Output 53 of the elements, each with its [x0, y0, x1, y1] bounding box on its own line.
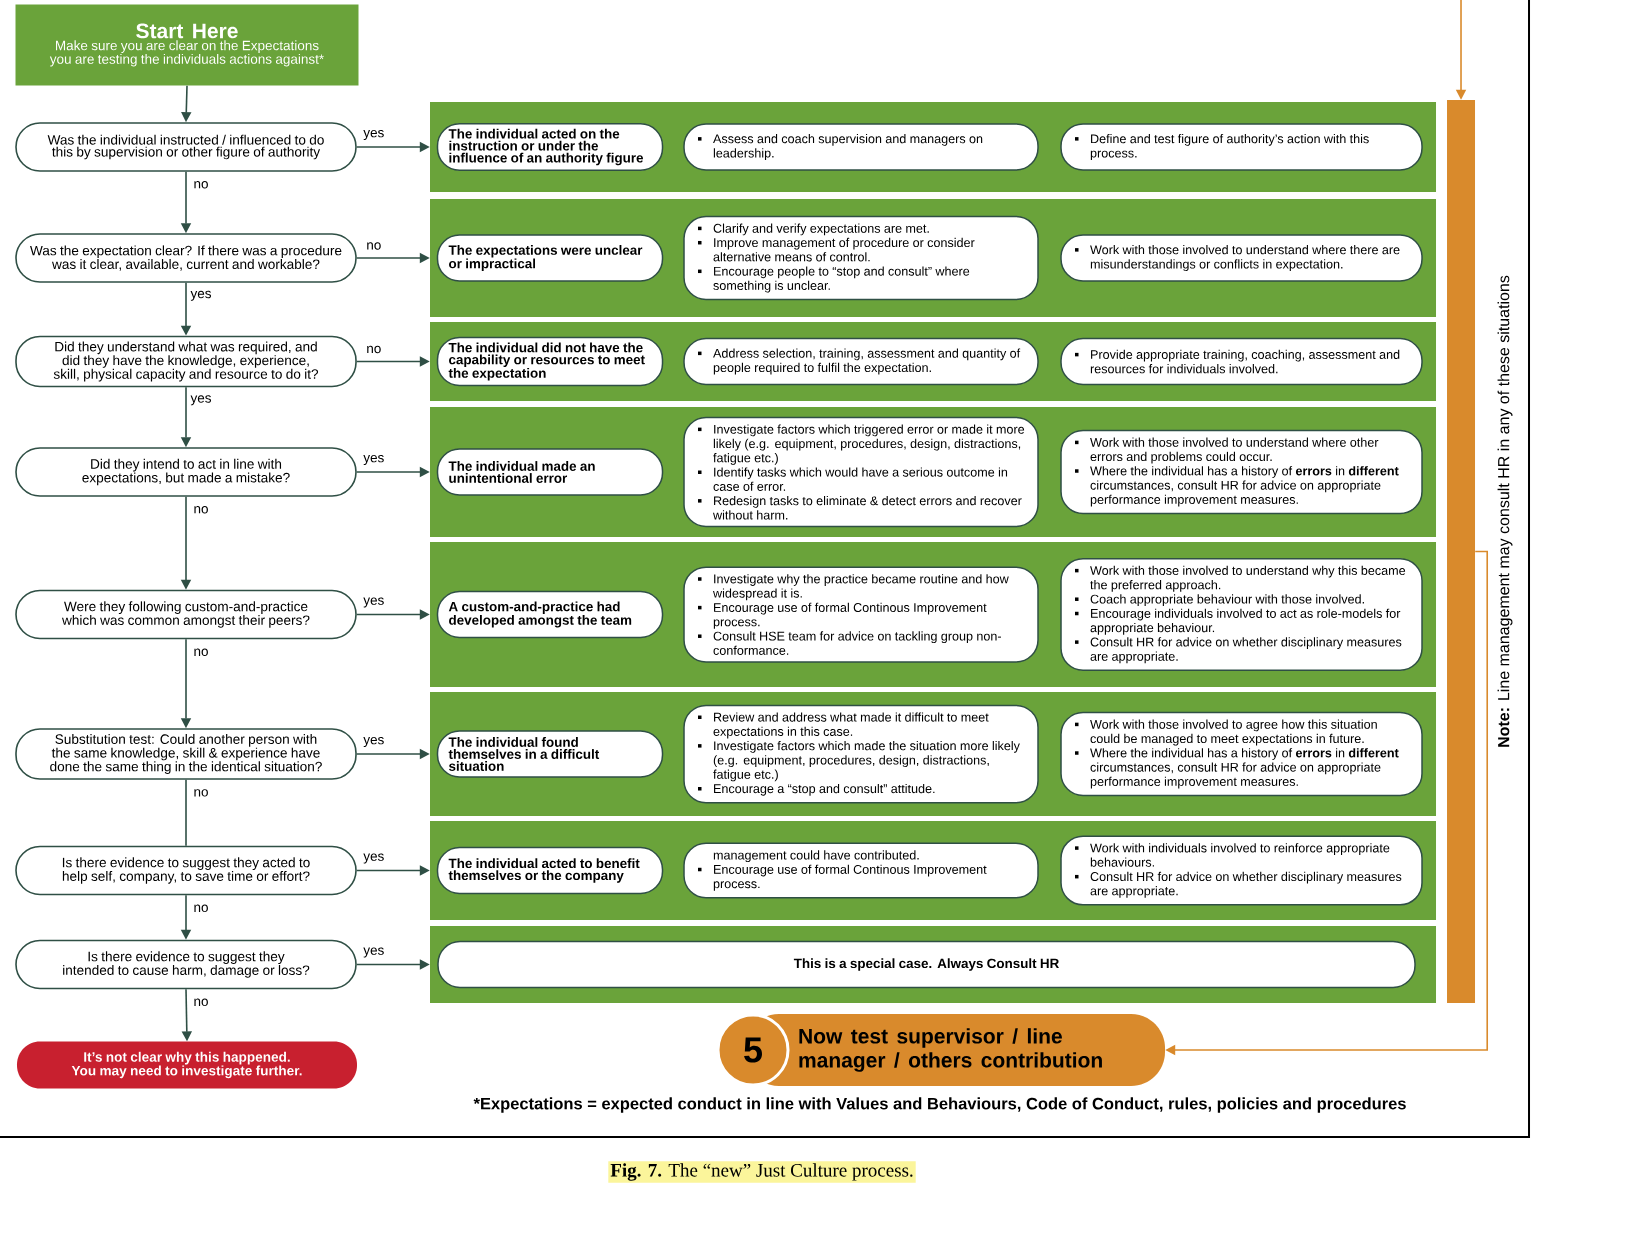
- question-pill: Were they following custom-and-practice which was common amongst their peers?: [15, 589, 357, 640]
- action-pill: Address selection, training, assessment and quantity of people required to fulfil the expectation.: [683, 337, 1039, 386]
- outcome-pill: The individual made an unintentional error: [436, 448, 664, 496]
- note-text: Note: Line management may consult HR in any of these situations: [1497, 275, 1513, 747]
- question-pill: Substitution test: Could another person with the same knowledge, skill & experience have done the same thing in the identical situation?: [15, 728, 357, 780]
- edge-label: yes: [362, 128, 386, 142]
- edge-label: no: [192, 647, 210, 657]
- outcome-pill: A custom-and-practice had developed amongst the team: [436, 590, 664, 639]
- caption: Fig. 7. The “new” Just Culture process.: [608, 1161, 916, 1183]
- question-pill: Is there evidence to suggest they intended to cause harm, damage or loss?: [15, 939, 357, 990]
- action-pill: Work with those involved to agree how this situation could be managed to meet expectations in future. Where the individual has a history of errors in different circumstances, consult HR for advice on appropriate performance improvement measures.: [1060, 711, 1423, 797]
- action-pill: Investigate factors which triggered error or made it more likely (e.g. equipment, procedures, design, distractions, fatigue etc.) Identify tasks which would have a serious outcome in case of error. Redesign tasks to eliminate & detect errors and recover without harm.: [683, 416, 1039, 528]
- question-pill: Is there evidence to suggest they acted to help self, company, to save time or effort?: [15, 845, 357, 896]
- question-pill: Was the individual instructed / influenced to do this by supervision or other figure of authority: [15, 122, 357, 172]
- action-pill: Work with those involved to understand where other errors and problems could occur. Where the individual has a history of errors in different circumstances, consult HR for advice on appropriate performance improvement measures.: [1060, 429, 1423, 515]
- outcome-pill: The individual acted to benefit themselves or the company: [436, 846, 664, 895]
- outcome-pill: The expectations were unclear or impractical: [436, 234, 664, 282]
- edge-label: yes: [362, 736, 386, 749]
- node-label: Now test supervisor / line manager / others contribution: [799, 1028, 1102, 1072]
- start-box: Start Here Make sure you are clear on the Expectations you are testing the individuals actions against*: [15, 4, 359, 86]
- outcome-pill: This is a special case. Always Consult HR: [437, 940, 1416, 989]
- outcome-pill: The individual acted on the instruction or under the influence of an authority figure: [436, 123, 664, 172]
- action-pill: Define and test figure of authority’s action with this process.: [1060, 123, 1423, 171]
- action-pill: Work with those involved to understand why this became the preferred approach. Coach appropriate behaviour with those involved. Encourage individuals involved to act as role-models for appropriate behaviour. Consult HR for advice on whether disciplinary measures are appropriate.: [1060, 558, 1423, 672]
- action-pill: Work with individuals involved to reinforce appropriate behaviours. Consult HR for advice on whether disciplinary measures are appropriate.: [1060, 835, 1423, 906]
- question-pill: Did they understand what was required, and did they have the knowledge, experience, skill, physical capacity and resource to do it?: [15, 335, 357, 388]
- question-pill: Did they intend to act in line with expectations, but made a mistake?: [15, 447, 357, 497]
- edge-label: no: [192, 180, 210, 190]
- edge-label: yes: [362, 946, 386, 959]
- action-pill: management could have contributed. Encourage use of formal Continous Improvement process.: [683, 842, 1039, 899]
- edge-label: yes: [362, 852, 386, 865]
- edge-label: yes: [189, 394, 213, 407]
- edge-label: no: [192, 997, 210, 1007]
- edge-label: yes: [362, 454, 386, 467]
- footnote: *Expectations = expected conduct in line with Values and Behaviours, Code of Conduct, rules, policies and procedures: [473, 1097, 1406, 1113]
- action-pill: Assess and coach supervision and managers on leadership.: [683, 123, 1039, 171]
- end-pill: It’s not clear why this happened. You may need to investigate further.: [17, 1041, 357, 1089]
- edge-label: yes: [362, 596, 386, 609]
- edge-label: no: [365, 241, 383, 251]
- note-bar: [1447, 100, 1475, 1003]
- outcome-pill: The individual did not have the capability or resources to meet the expectation: [436, 336, 664, 387]
- action-pill: Investigate why the practice became routine and how widespread it is. Encourage use of formal Continous Improvement process. Consult HSE team for advice on tackling group non-conformance.: [683, 566, 1039, 663]
- action-pill: Clarify and verify expectations are met. Improve management of procedure or consider alternative means of control. Encourage people to “stop and consult” where something is unclear.: [683, 215, 1039, 301]
- action-pill: Review and address what made it difficult to meet expectations in this case. Investigate factors which made the situation more likely (e.g. equipment, procedures, design, distractions, fatigue etc.) Encourage a “stop and consult” attitude.: [683, 704, 1039, 804]
- edge-label: no: [192, 505, 210, 515]
- edge-label: no: [192, 788, 210, 798]
- edge-label: yes: [189, 289, 213, 302]
- question-pill: Was the expectation clear? If there was a procedure was it clear, available, current and workable?: [15, 233, 357, 283]
- edge-label: no: [192, 903, 210, 913]
- action-pill: Provide appropriate training, coaching, assessment and resources for individuals involved.: [1060, 337, 1423, 386]
- edge-label: no: [365, 344, 383, 355]
- outcome-pill: The individual found themselves in a difficult situation: [436, 730, 664, 778]
- action-pill: Work with those involved to understand where there are misunderstandings or conflicts in expectation.: [1060, 234, 1423, 282]
